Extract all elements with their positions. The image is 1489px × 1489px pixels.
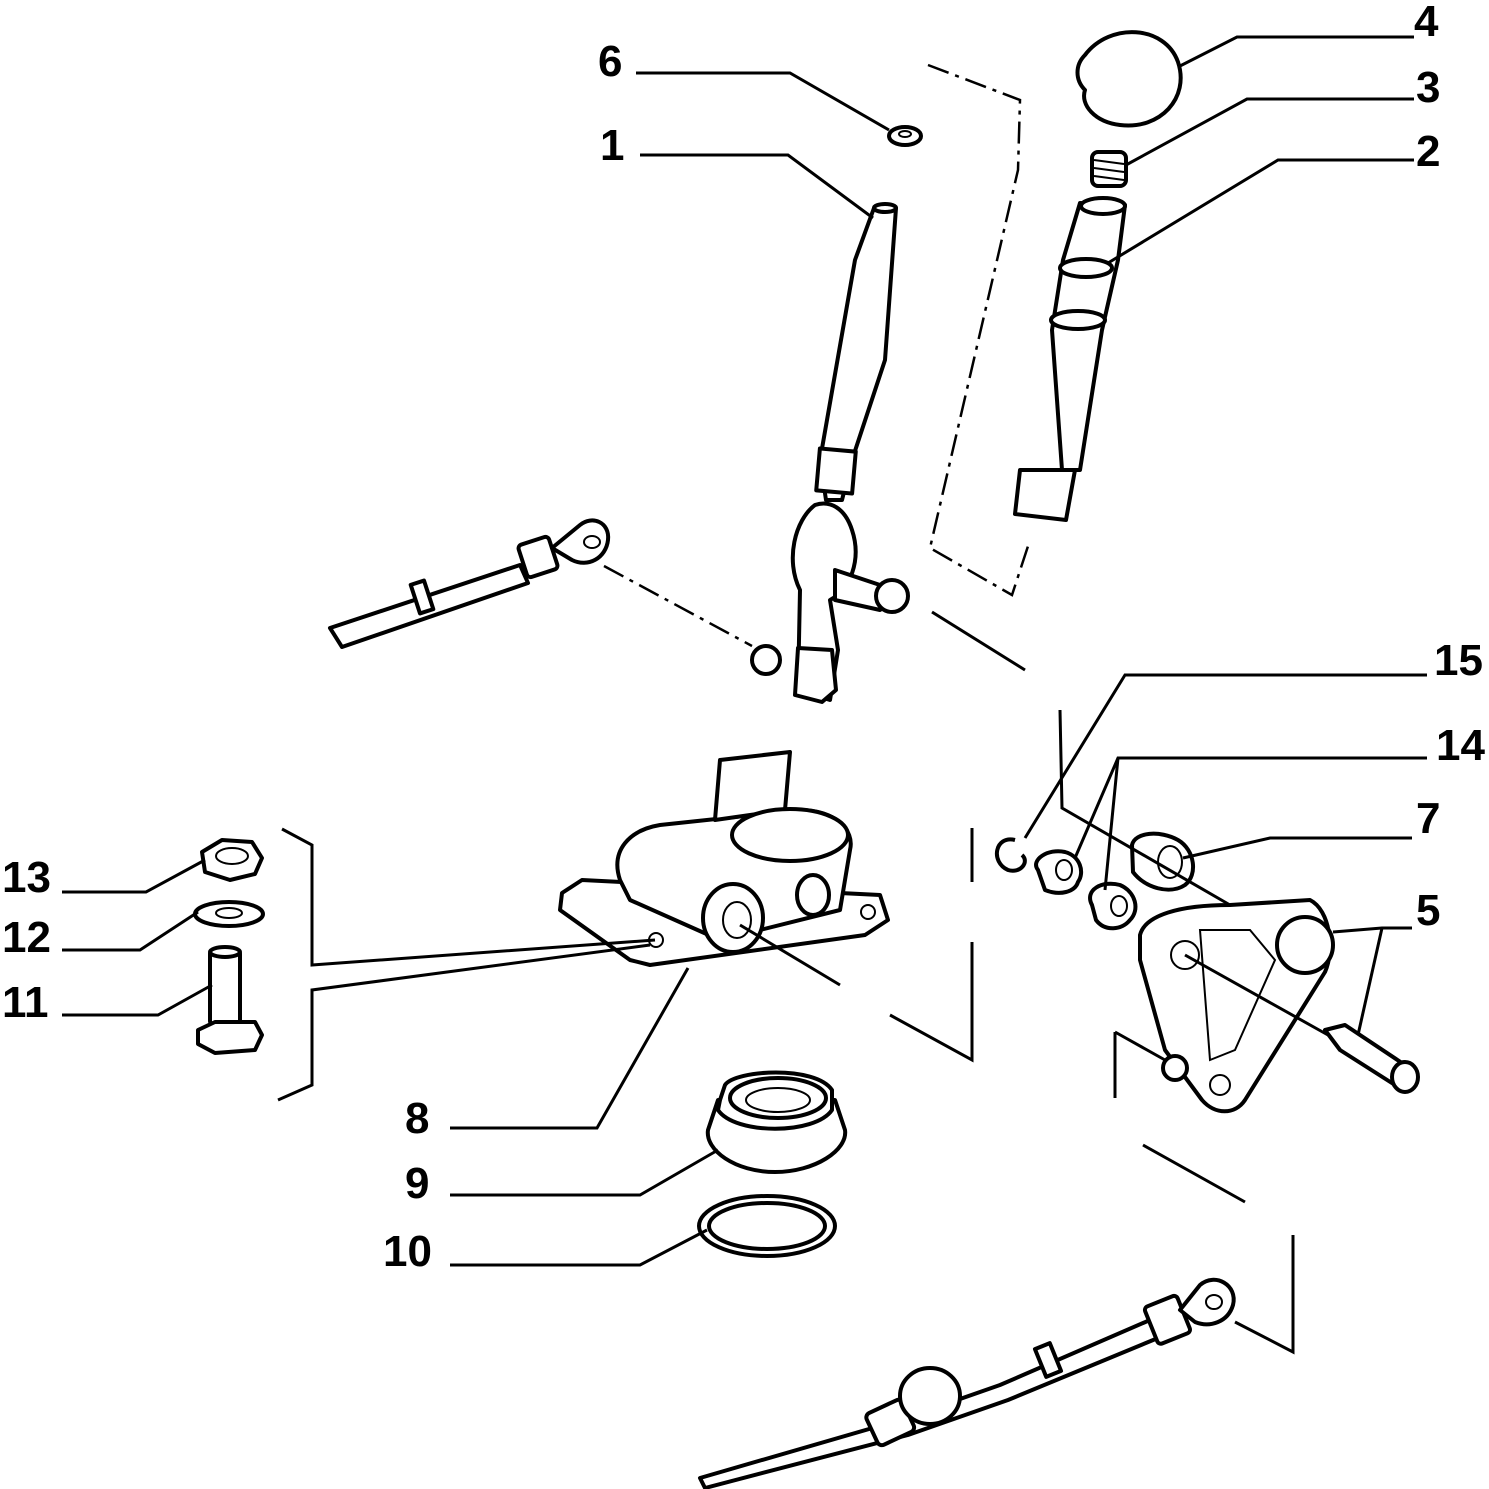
part-7-bushing	[1130, 831, 1195, 892]
group-bracket-lines	[277, 610, 1329, 1355]
part-14-bushings	[1034, 849, 1138, 931]
part-4-gear-knob	[1075, 30, 1183, 128]
callout-5: 5	[1416, 886, 1440, 935]
part-8-lever-housing	[558, 750, 890, 967]
callout-11: 11	[2, 978, 49, 1027]
callout-12: 12	[2, 913, 51, 962]
assembly-axis-lines	[603, 63, 1032, 648]
callout-4: 4	[1414, 0, 1439, 46]
part-11-bolt	[196, 945, 264, 1055]
part-1-shift-lever	[750, 202, 910, 704]
part-2-lever-sleeve	[1013, 196, 1127, 522]
part-12-washer	[193, 900, 265, 928]
callout-14: 14	[1436, 721, 1485, 770]
lower-cable	[698, 1277, 1236, 1489]
part-13-nut	[200, 838, 264, 882]
leader-lines	[62, 35, 1427, 1267]
callout-7: 7	[1416, 794, 1440, 843]
callout-2: 2	[1416, 127, 1440, 176]
part-15-circlip	[994, 837, 1027, 873]
callout-10: 10	[383, 1227, 432, 1276]
part-3-spring	[1090, 150, 1128, 188]
callout-8: 8	[405, 1094, 429, 1143]
callout-15: 15	[1434, 636, 1483, 685]
callout-3: 3	[1416, 63, 1440, 112]
callout-6: 6	[598, 37, 622, 86]
part-5-selector-bracket	[1138, 898, 1420, 1114]
callout-9: 9	[405, 1159, 429, 1208]
upper-cable	[328, 518, 611, 649]
part-9-boot-seal	[705, 1070, 848, 1174]
callout-13: 13	[2, 853, 51, 902]
callout-1: 1	[600, 121, 624, 170]
part-10-o-ring	[697, 1194, 837, 1258]
part-6-washer	[887, 125, 923, 147]
